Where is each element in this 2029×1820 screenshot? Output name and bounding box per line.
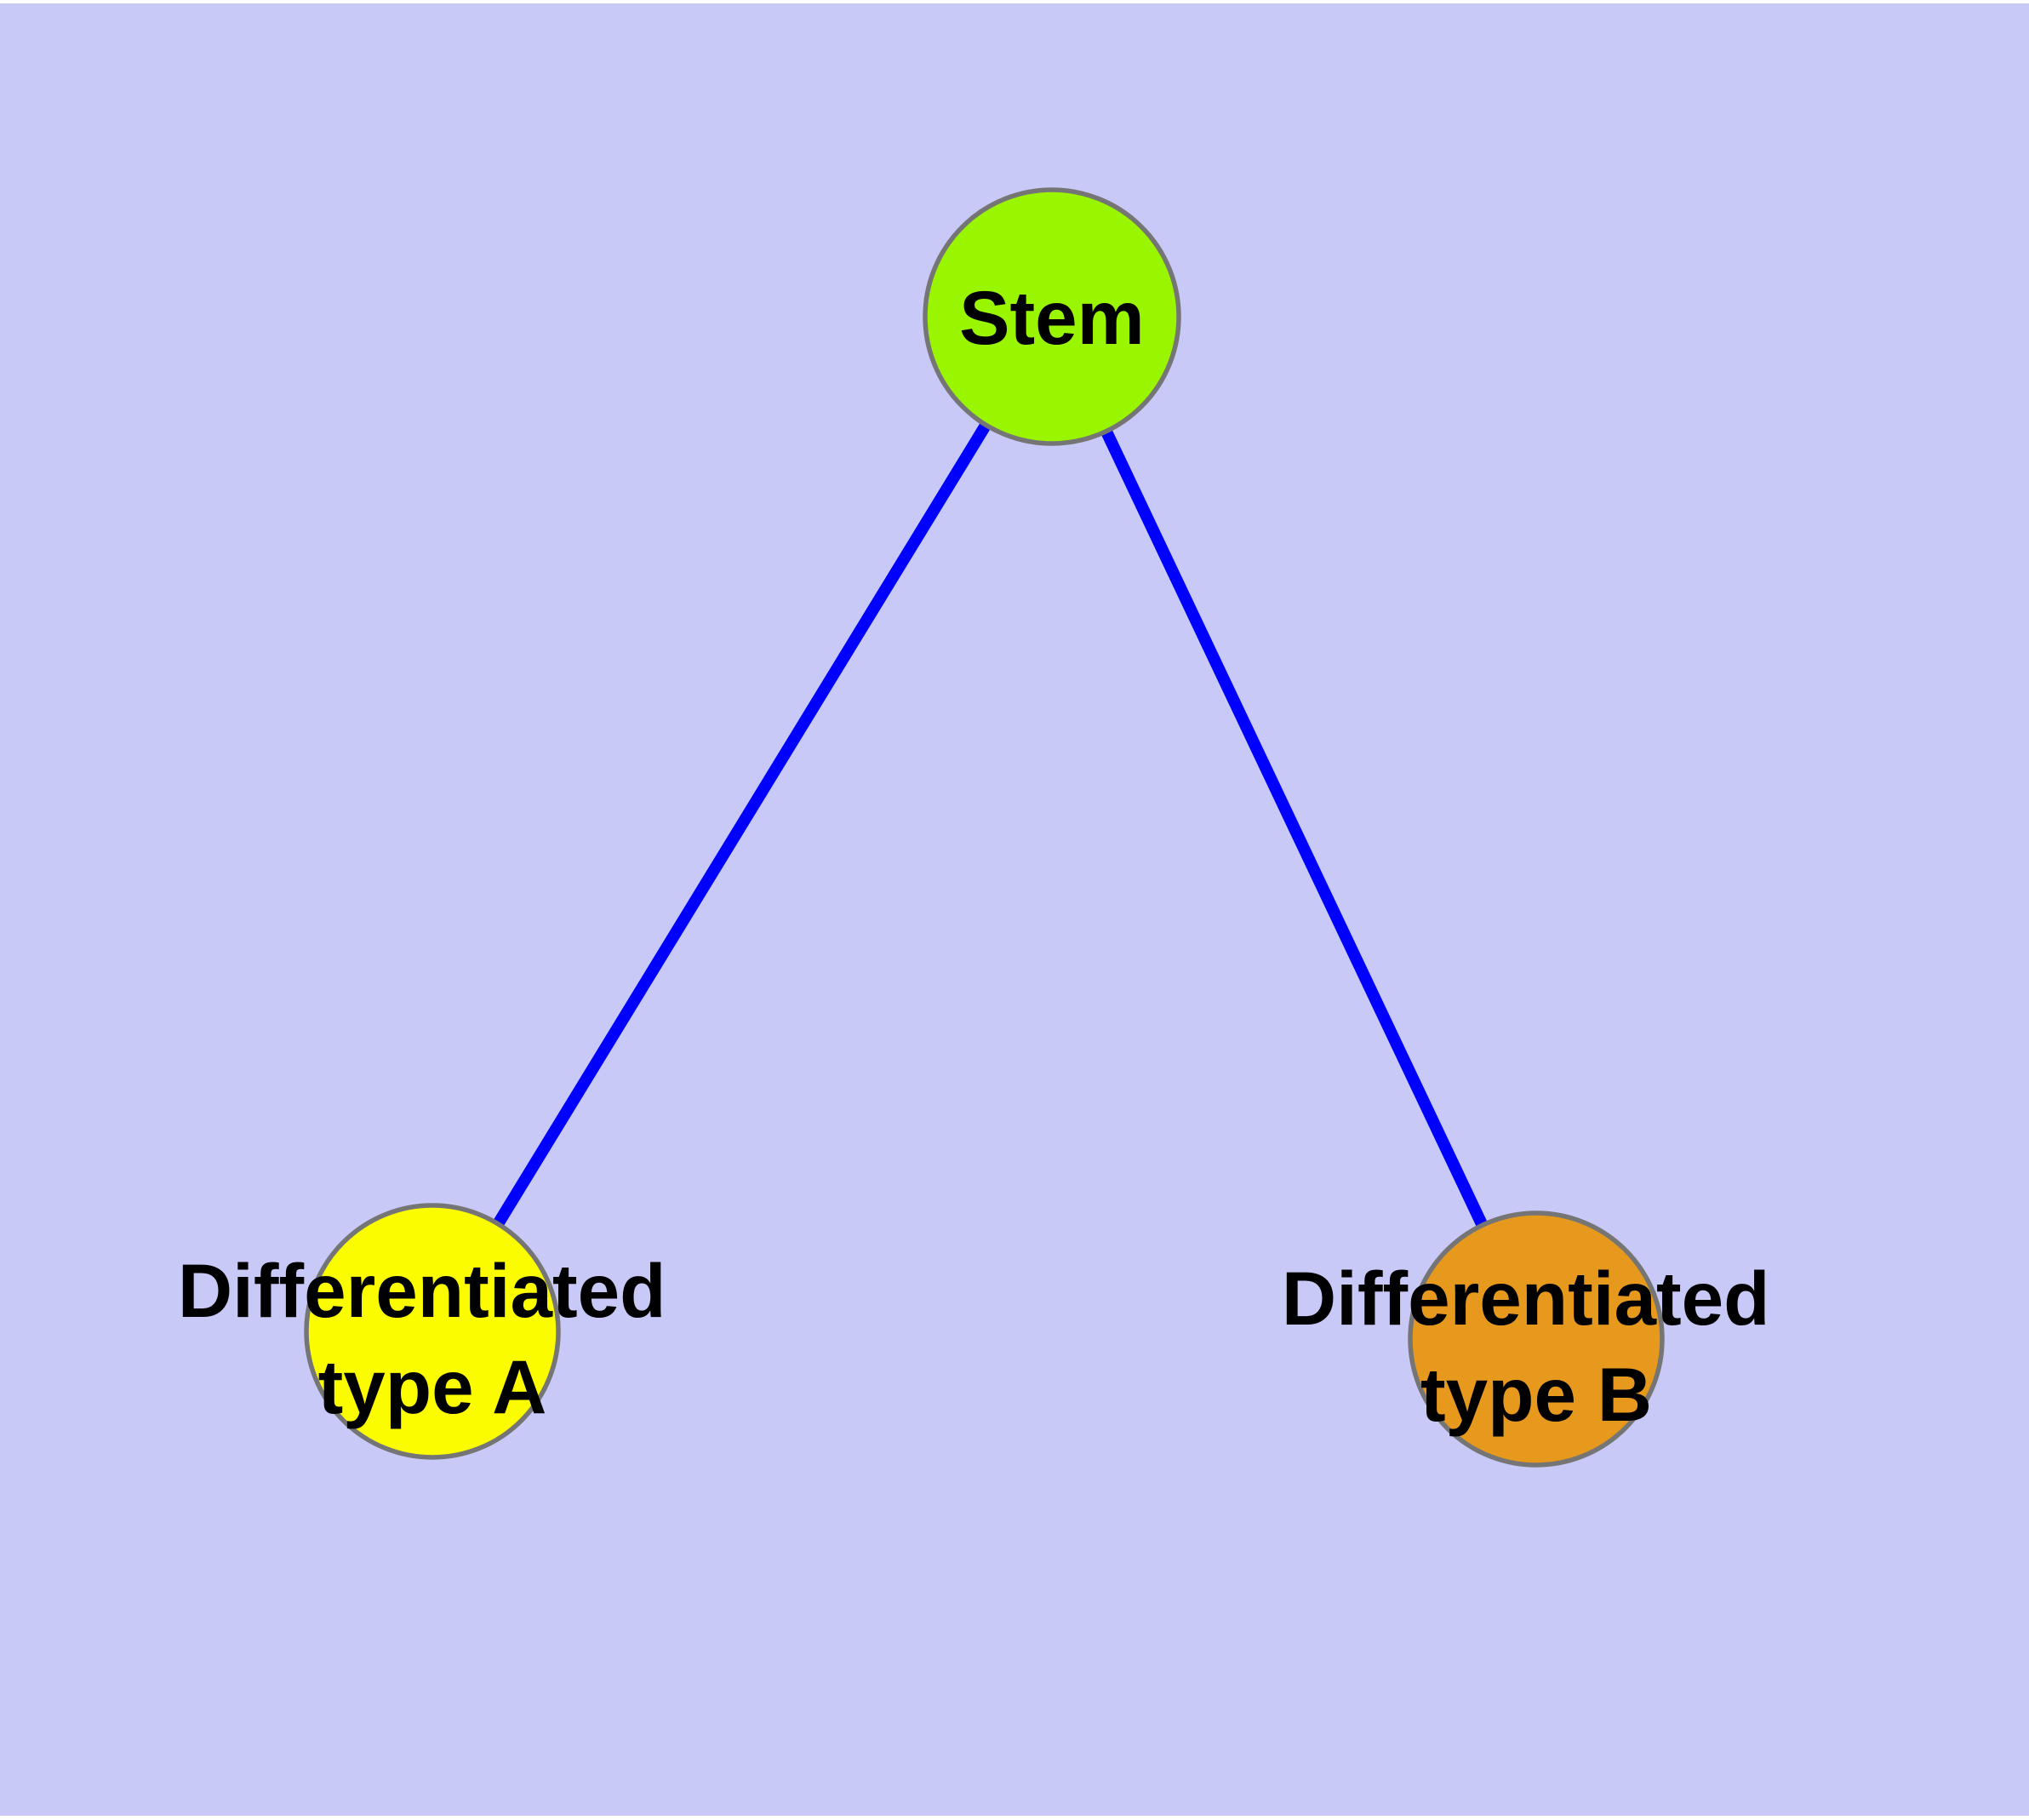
node-type-a-label-line2: type A [318, 1344, 547, 1429]
node-stem: Stem [923, 187, 1181, 446]
node-type-b-circle [1408, 1210, 1665, 1468]
edge-layer [427, 313, 1542, 1342]
node-stem-label: Stem [959, 275, 1145, 360]
node-type-b: Differentiated type B [1282, 1210, 1791, 1468]
node-type-a: Differentiated type A [178, 1203, 687, 1460]
node-type-b-label: Differentiated type B [1282, 1256, 1791, 1437]
edge-stem-to-type-b [1046, 314, 1542, 1342]
node-type-a-circle [304, 1203, 561, 1460]
node-type-b-label-line1: Differentiated [1282, 1256, 1770, 1341]
node-type-a-label-line1: Differentiated [178, 1248, 666, 1333]
node-stem-circle [923, 187, 1181, 446]
node-type-b-label-line2: type B [1420, 1352, 1652, 1437]
edge-stem-to-type-a [427, 313, 1057, 1335]
node-type-a-label: Differentiated type A [178, 1248, 687, 1429]
